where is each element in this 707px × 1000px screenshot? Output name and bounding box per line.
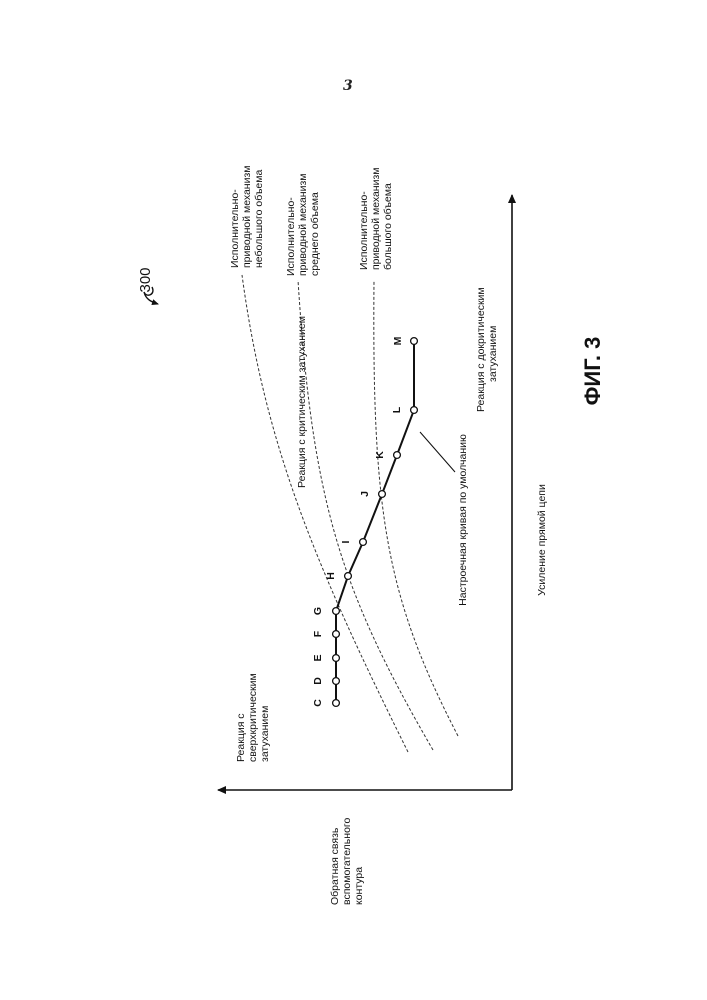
medium-volume-line-2: приводной механизм [297, 173, 309, 276]
point-k [394, 452, 401, 459]
reference-numeral: 300 [137, 267, 154, 292]
default-tuning-curve [336, 341, 414, 703]
point-label-j: J [359, 491, 371, 497]
point-l [411, 407, 418, 414]
small-volume-line-1: Исполнительно- [229, 189, 241, 268]
point-label-e: E [312, 654, 324, 661]
y-axis-label-line-1: Обратная связь [329, 827, 341, 905]
overdamped-line-1: Реакция с [235, 713, 247, 762]
point-label-d: D [312, 677, 324, 685]
overdamped-label: Реакция с сверхкритическим затуханием [235, 673, 271, 762]
overdamped-line-2: сверхкритическим [247, 673, 259, 762]
underdamped-line-2: затуханием [487, 326, 499, 382]
point-label-c: C [312, 699, 324, 707]
y-axis-label-line-2: вспомогательного [341, 817, 353, 905]
point-m [411, 338, 418, 345]
point-j [379, 491, 386, 498]
point-label-m: M [392, 336, 404, 345]
point-label-l: L [391, 406, 403, 413]
point-i [360, 539, 367, 546]
point-label-i: I [340, 540, 352, 543]
x-axis-label: Усиление прямой цепи [536, 484, 548, 596]
label-large-volume: Исполнительно- приводной механизм большо… [358, 167, 394, 270]
large-volume-line-1: Исполнительно- [358, 191, 370, 270]
point-d [333, 678, 340, 685]
default-curve-leader [420, 432, 455, 472]
overdamped-line-3: затуханием [259, 706, 271, 762]
point-labels: C D E F G H I J K L M [312, 336, 404, 706]
point-h [345, 573, 352, 580]
point-label-g: G [312, 607, 324, 615]
point-label-k: K [374, 451, 386, 459]
point-e [333, 655, 340, 662]
large-volume-line-2: приводной механизм [370, 167, 382, 270]
label-small-volume: Исполнительно- приводной механизм неболь… [229, 165, 265, 268]
curve-large-volume [374, 280, 458, 736]
medium-volume-line-3: среднего объема [309, 192, 321, 276]
figure-caption: ФИГ. 3 [580, 337, 605, 406]
y-axis-label-line-3: контура [353, 867, 365, 905]
large-volume-line-3: большого объема [382, 183, 394, 270]
default-curve-label: Настроечная кривая по умолчанию [457, 434, 469, 606]
label-medium-volume: Исполнительно- приводной механизм средне… [285, 173, 321, 276]
point-c [333, 700, 340, 707]
underdamped-label: Реакция с докритическим затуханием [475, 287, 499, 412]
underdamped-line-1: Реакция с докритическим [475, 287, 487, 412]
point-label-h: H [325, 572, 337, 580]
small-volume-line-3: небольшого объема [253, 170, 265, 268]
point-g [333, 608, 340, 615]
point-f [333, 631, 340, 638]
medium-volume-line-1: Исполнительно- [285, 197, 297, 276]
small-volume-line-2: приводной механизм [241, 165, 253, 268]
critically-damped-label: Реакция с критическим затуханием [296, 316, 308, 488]
y-axis-label: Обратная связь вспомогательного контура [329, 817, 365, 905]
point-label-f: F [312, 630, 324, 637]
